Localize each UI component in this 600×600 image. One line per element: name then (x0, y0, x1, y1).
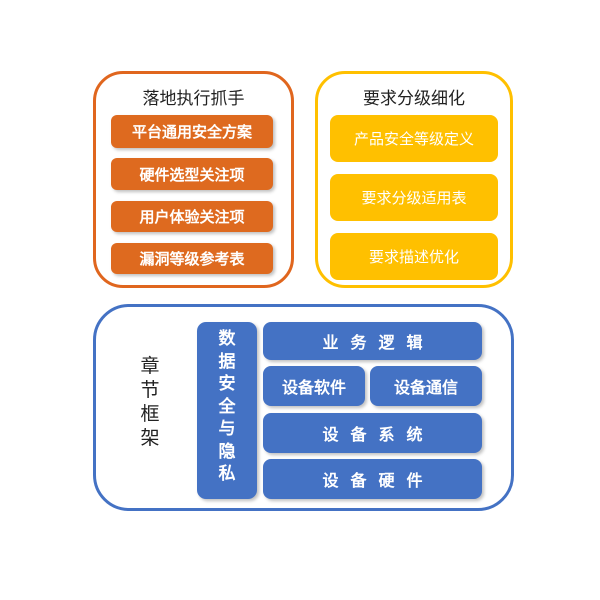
layer-device-system: 设备系统 (263, 413, 482, 453)
implementation-item-vulnerability-table: 漏洞等级参考表 (111, 243, 273, 274)
requirement-item-security-level-definition: 产品安全等级定义 (330, 115, 498, 162)
requirements-panel-title: 要求分级细化 (363, 89, 465, 109)
layer-business-logic: 业务逻辑 (263, 322, 482, 360)
layer-device-hardware: 设备硬件 (263, 459, 482, 499)
implementation-panel-title: 落地执行抓手 (142, 89, 245, 109)
data-security-privacy-block: 数据安全与隐私 (197, 322, 257, 499)
data-security-privacy-label: 数据安全与隐私 (218, 329, 236, 484)
layer-device-software: 设备软件 (263, 366, 365, 406)
chapter-framework-label: 章节框架 (140, 355, 160, 449)
implementation-item-hardware-selection: 硬件选型关注项 (111, 158, 273, 190)
layer-device-communication: 设备通信 (370, 366, 482, 406)
implementation-item-platform-security-plan: 平台通用安全方案 (111, 115, 273, 148)
requirement-item-grading-table: 要求分级适用表 (330, 174, 498, 221)
requirement-item-description-optimization: 要求描述优化 (330, 233, 498, 280)
implementation-item-user-experience: 用户体验关注项 (111, 201, 273, 232)
